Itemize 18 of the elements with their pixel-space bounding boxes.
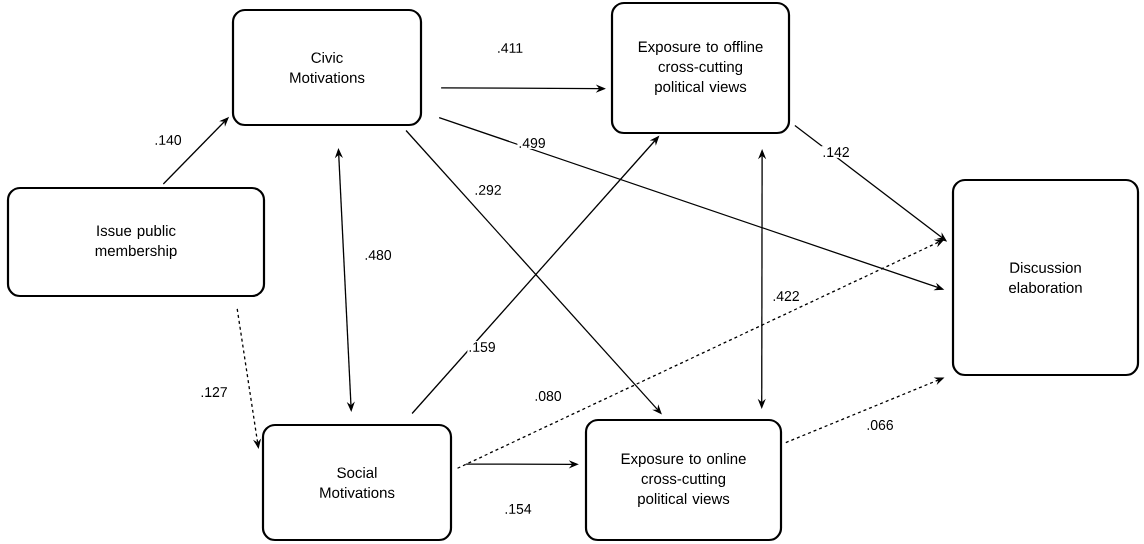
edge-label: .066 [865,419,895,431]
edge-label: .292 [473,184,503,196]
edge-label: .140 [153,134,183,146]
edge-label: .480 [363,249,393,261]
process-box: Social Motivations [261,423,453,542]
process-box: Exposure to online cross-cutting political views [584,418,783,542]
edge-label: .080 [533,390,563,402]
process-box: Discussion elaboration [951,178,1140,377]
process-box: Civic Motivations [231,8,423,127]
process-box: Issue public membership [6,186,266,298]
edge-label: .127 [199,386,229,398]
edge-label: .159 [467,341,497,353]
edge-label: .422 [771,290,801,302]
edge-label: .142 [821,146,851,158]
edge-label: .154 [503,503,533,515]
edge-label: .411 [495,42,525,54]
edge-label: .499 [517,137,547,149]
process-box: Exposure to offline cross-cutting political views [610,1,791,135]
